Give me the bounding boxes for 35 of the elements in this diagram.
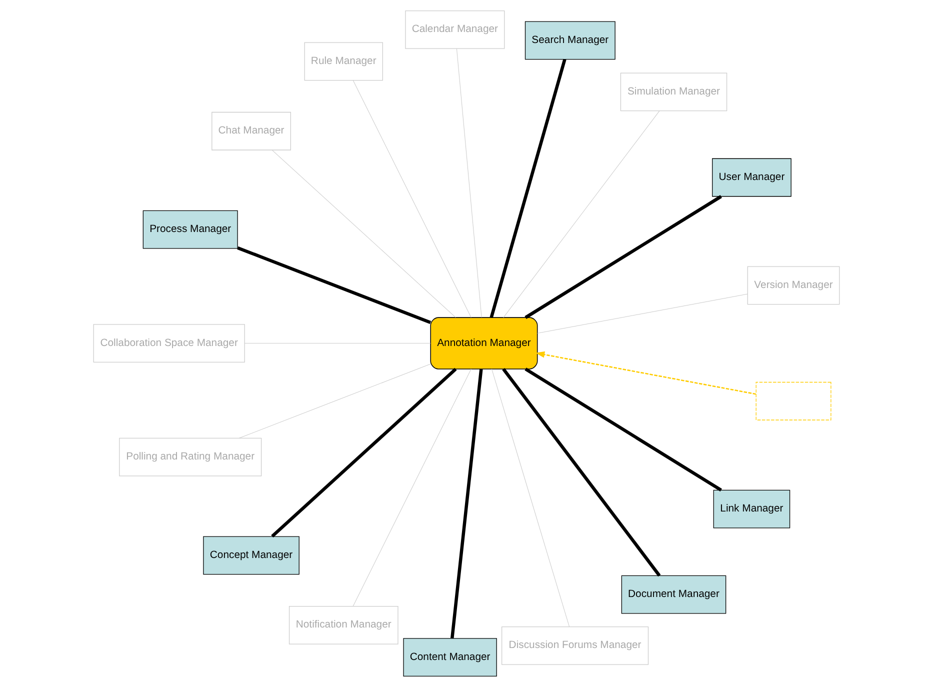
node-box: User Manager [712,158,792,197]
connector [492,368,570,628]
node-box: Polling and Rating Manager [119,438,262,476]
connector [352,368,472,606]
node-box: Document Manager [621,575,726,614]
node-box: Collaboration Space Manager [93,324,245,362]
connector [537,294,748,334]
node-box: Notification Manager [288,606,398,644]
connector [524,195,722,319]
connector [237,246,432,324]
node-box: Rule Manager [304,42,383,81]
node-box [756,382,832,420]
connector [490,58,566,318]
node-box: Link Manager [713,490,790,528]
connector [502,368,661,577]
node-box: Calendar Manager [405,10,505,49]
connector [238,364,431,438]
node-box: Simulation Manager [620,72,728,112]
connector [503,110,660,318]
node-box: Chat Manager [212,112,291,150]
node-box: Process Manager [142,210,238,249]
node-box: Search Manager [524,21,616,60]
connector [456,48,482,318]
node-box: Concept Manager [203,536,300,575]
connector [272,150,456,318]
connector [271,368,457,538]
node-box: Version Manager [747,266,840,305]
connector [524,368,722,492]
node-box: Content Manager [403,638,497,676]
connector [352,80,472,318]
node-box: Discussion Forums Manager [502,626,649,665]
node-box: Annotation Manager [430,317,538,370]
connector [244,343,431,344]
arrow [536,351,756,395]
connector [450,369,483,638]
